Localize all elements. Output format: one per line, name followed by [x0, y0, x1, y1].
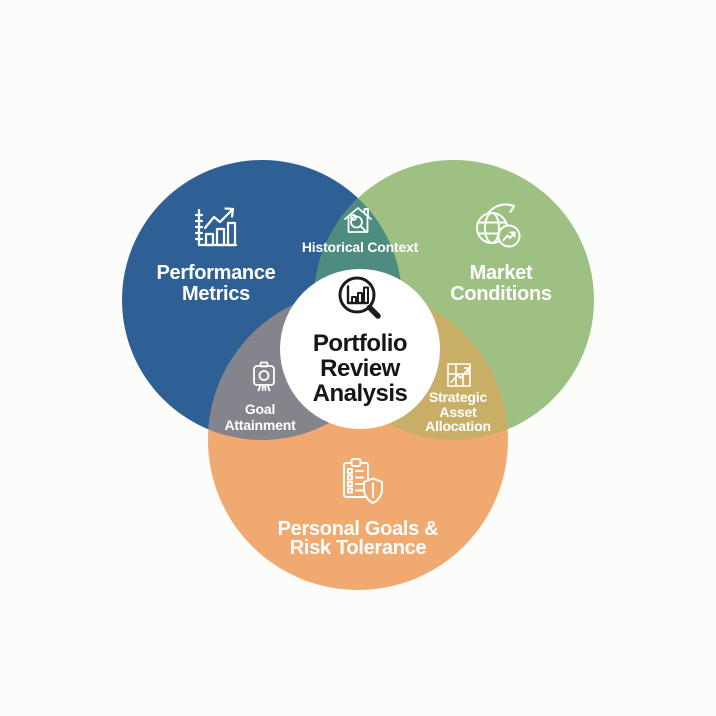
label-line: Strategic	[428, 389, 488, 405]
strategic-asset-allocation-label: Strategic Asset Allocation	[400, 390, 516, 434]
label-line: Allocation	[425, 418, 491, 434]
bar-chart-trend-icon	[189, 203, 243, 251]
globe-trend-icon	[472, 200, 528, 252]
label-line: Asset	[439, 403, 477, 420]
clipboard-shield-icon	[332, 455, 388, 507]
grid-allocation-chart-icon	[445, 359, 473, 389]
label-line: Conditions	[450, 283, 552, 305]
portfolio-review-analysis-title: Portfolio Review Analysis	[278, 331, 442, 406]
title-line: Analysis	[312, 380, 408, 407]
label-line: Metrics	[182, 283, 250, 305]
market-conditions-label: Market Conditions	[411, 263, 591, 305]
house-magnifier-icon	[341, 204, 375, 238]
goal-attainment-label: Goal Attainment	[202, 401, 318, 433]
title-line: Portfolio	[312, 330, 408, 357]
label-line: Personal Goals &	[277, 518, 439, 540]
label-line: Goal	[244, 401, 276, 417]
historical-context-label: Historical Context	[275, 239, 445, 255]
label-line: Historical Context	[301, 239, 419, 255]
center-circle	[280, 269, 440, 429]
personal-goals-risk-tolerance-label: Personal Goals & Risk Tolerance	[243, 518, 473, 559]
magnifier-bar-chart-icon	[334, 274, 386, 326]
title-line: Review	[320, 355, 400, 382]
label-line: Attainment	[224, 417, 296, 433]
award-badge-icon	[250, 360, 278, 396]
label-line: Market	[469, 262, 533, 284]
label-line: Performance	[156, 262, 276, 284]
label-line: Risk Tolerance	[289, 537, 427, 559]
performance-metrics-label: Performance Metrics	[126, 263, 306, 305]
